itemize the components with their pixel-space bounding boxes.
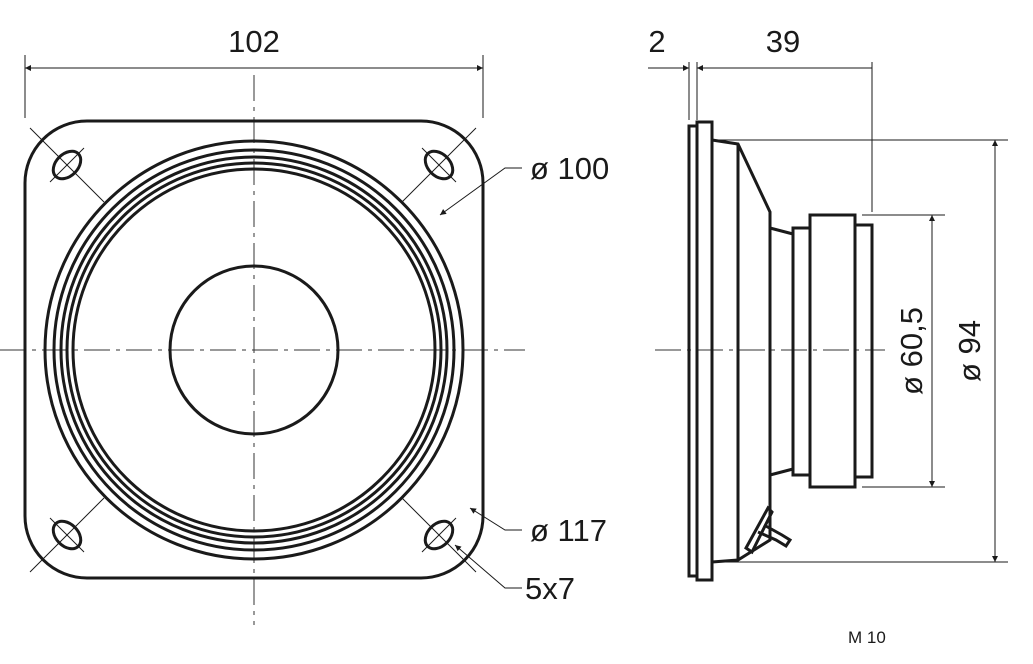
width-dimension: 102 (228, 24, 280, 59)
front-view: 102 ø 100 ø 117 5x7 (0, 24, 609, 625)
mounting-holes (29, 127, 477, 573)
depth-dimension: 39 (766, 24, 800, 59)
hole-size-label: 5x7 (525, 571, 575, 606)
flange-dimension: 2 (648, 24, 665, 59)
terminal (744, 505, 793, 555)
magnet-diameter-label: ø 60,5 (894, 307, 929, 395)
hole-circle-label: ø 117 (530, 513, 607, 548)
side-view: 2 39 ø 60,5 ø 94 (648, 24, 1008, 582)
basket-diameter-label: ø 94 (952, 320, 987, 382)
magnet (808, 213, 857, 489)
frame-outline (23, 119, 485, 580)
cone-diameter-label: ø 100 (530, 151, 609, 186)
dust-cap (168, 264, 340, 436)
model-label: M 10 (848, 628, 886, 647)
